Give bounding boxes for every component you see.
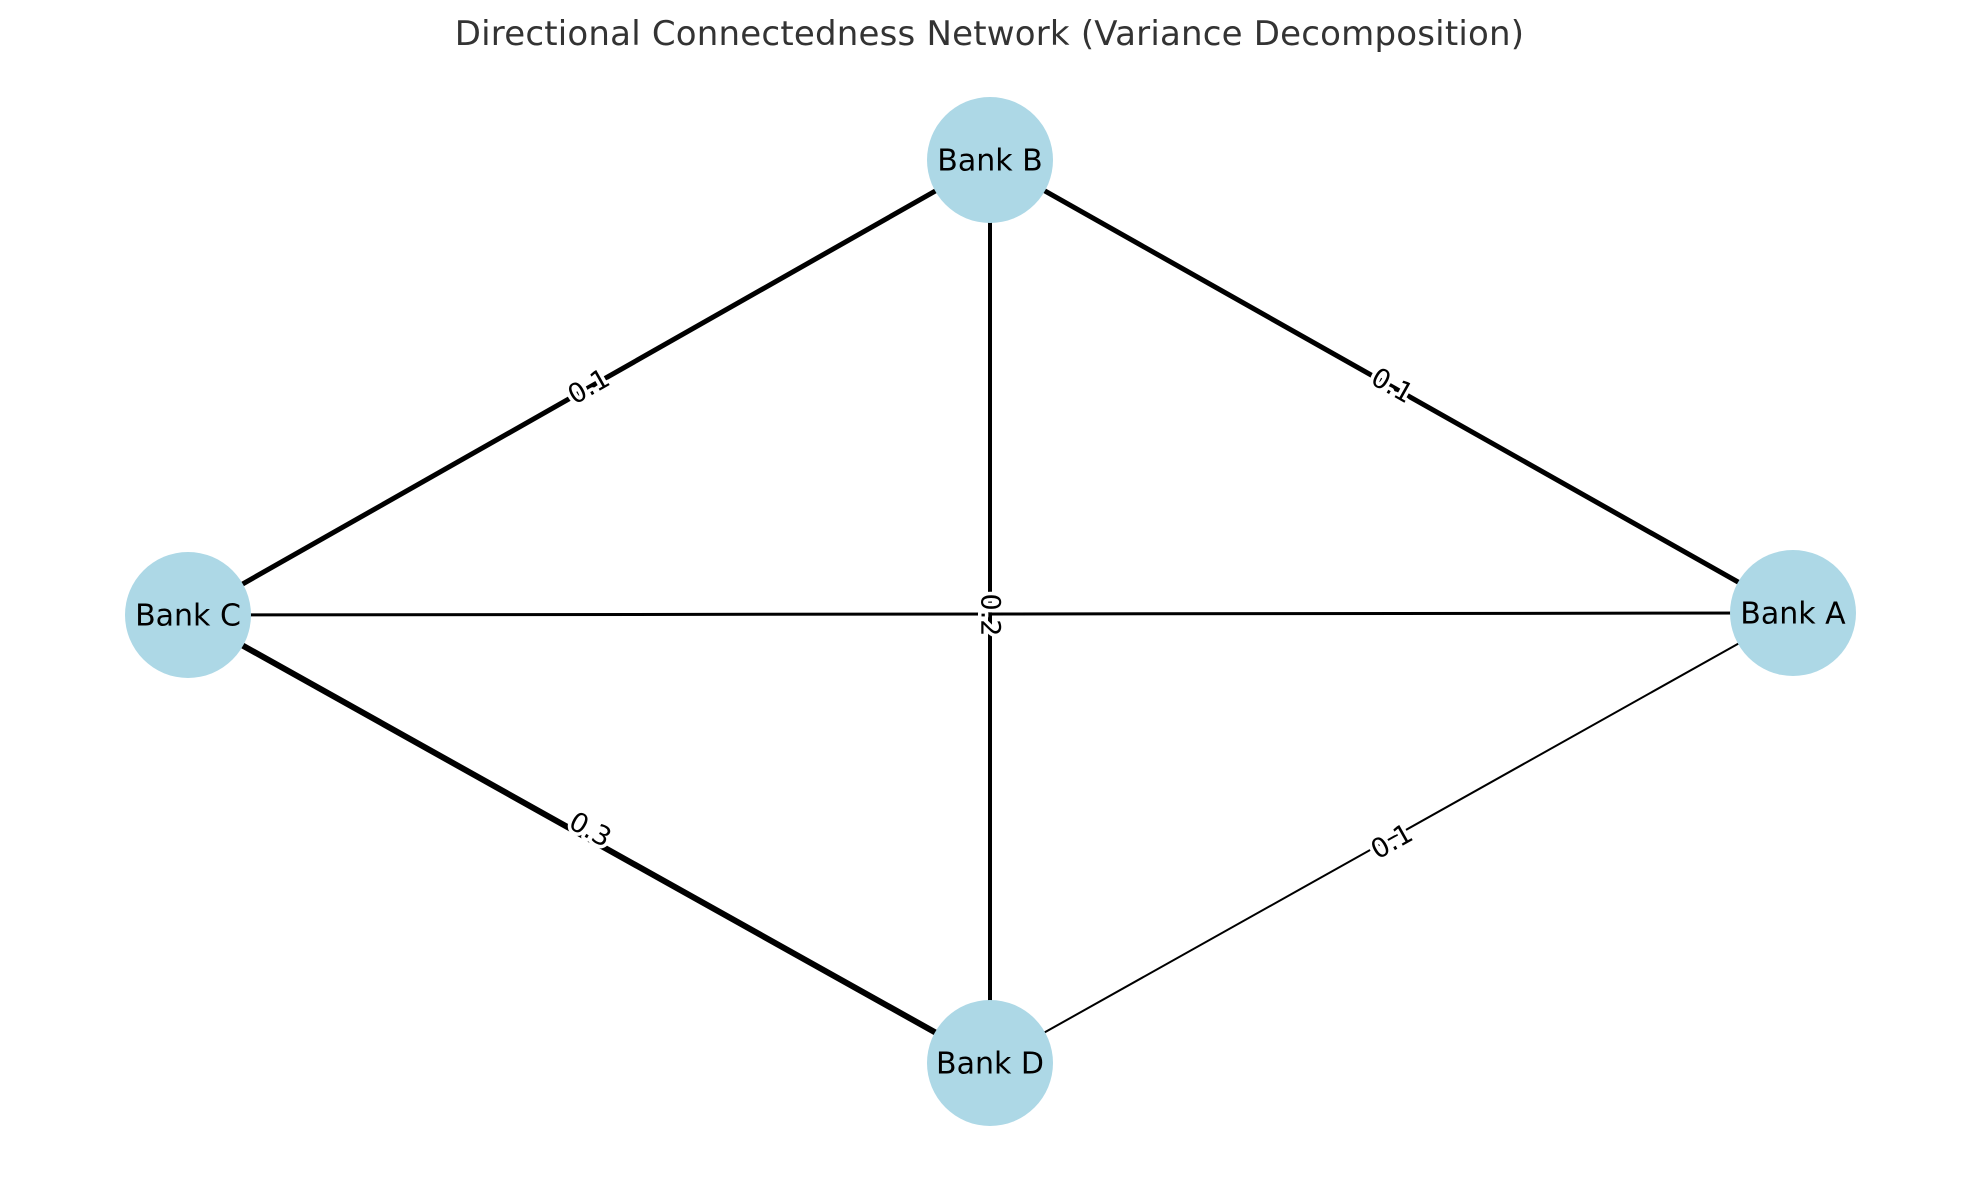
node-label: Bank D	[936, 1047, 1044, 1082]
edge-label-group: 0.20.2	[971, 590, 1009, 640]
network-node[interactable]	[927, 1000, 1053, 1126]
edge-label-group: 0.10.1	[1362, 358, 1422, 413]
network-edge	[187, 611, 1794, 617]
nodes-layer: Bank A Bank B Bank C Bank D	[125, 97, 1856, 1126]
network-edge	[988, 157, 1795, 616]
node-label: Bank C	[135, 599, 241, 634]
edge-weight-label: 0.1	[563, 363, 616, 411]
node-label: Bank A	[1740, 597, 1846, 632]
edge-weight-label: 0.1	[1366, 362, 1419, 410]
edge-label-group: 0.10.1	[1362, 814, 1422, 869]
node-label: Bank B	[937, 144, 1042, 179]
network-node[interactable]	[125, 552, 251, 678]
edge-weight-label: 0.2	[975, 594, 1006, 637]
network-edge	[989, 612, 1794, 1064]
edge-weight-label: 0.1	[1366, 818, 1419, 866]
network-node[interactable]	[927, 97, 1053, 223]
edges-layer	[186, 157, 1795, 1066]
network-node[interactable]	[1730, 550, 1856, 676]
page-title: Directional Connectedness Network (Varia…	[454, 14, 1525, 54]
edge-label-halo: 0.2	[975, 594, 1006, 637]
edge-label-group: 0.10.1	[559, 359, 619, 414]
network-edge	[186, 157, 992, 618]
network-edge	[186, 612, 992, 1066]
